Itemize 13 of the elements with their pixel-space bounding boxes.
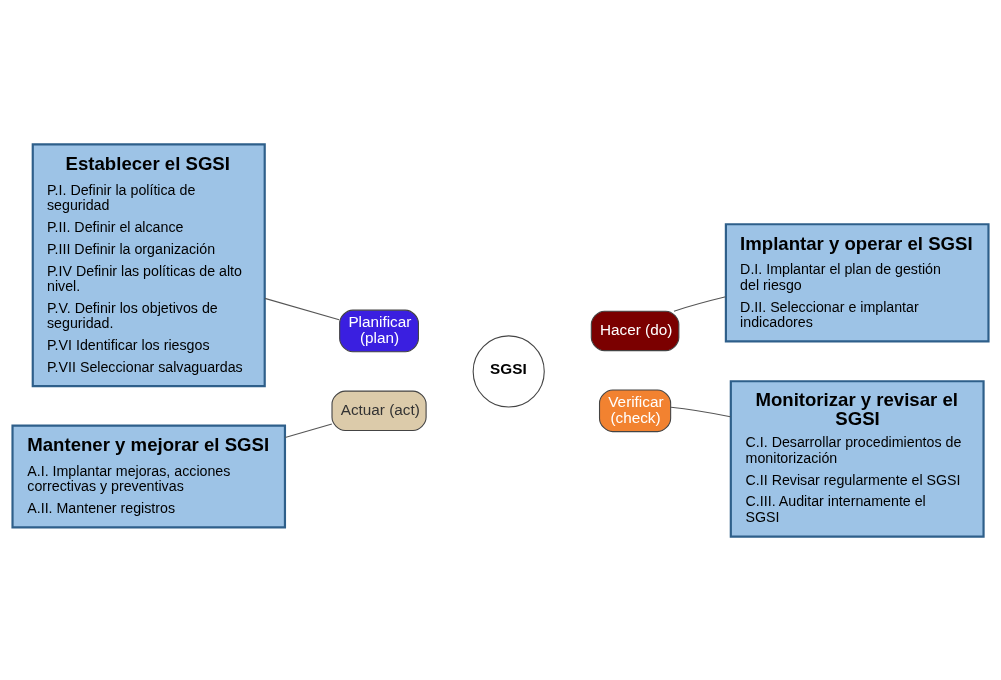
node-box: Verificar (check) <box>598 388 672 432</box>
node-box: Planificar (plan) <box>339 309 419 352</box>
node-box: Hacer (do) <box>590 310 680 351</box>
connector <box>673 295 727 312</box>
node-box: Actuar (act) <box>331 390 427 431</box>
node-box: Establecer el SGSI P.I. Definir la política de seguridad P.II. Definir el alcance P.III Definir la organización P.IV Definir las políticas de alto nivel. P.V. Definir los objetivos de seguridad. P.VI Identificar los riesgos P.VII Seleccionar salvaguardas <box>31 142 266 387</box>
connector <box>670 406 731 417</box>
connector <box>284 423 333 438</box>
node-box: Implantar y operar el SGSI D.I. Implantar el plan de gestión del riesgo D.II. Seleccionar e implantar indicadores <box>724 222 990 342</box>
node-circle: SGSI <box>472 334 545 407</box>
node-box: Mantener y mejorar el SGSI A.I. Implantar mejoras, acciones correctivas y preventivas A.II. Mantener registros <box>11 423 287 528</box>
node-box: Monitorizar y revisar el SGSI C.I. Desarrollar procedimientos de monitorización C.II Revisar regularmente el SGSI C.III. Auditar internamente el SGSI <box>729 379 985 538</box>
connector <box>264 297 340 320</box>
